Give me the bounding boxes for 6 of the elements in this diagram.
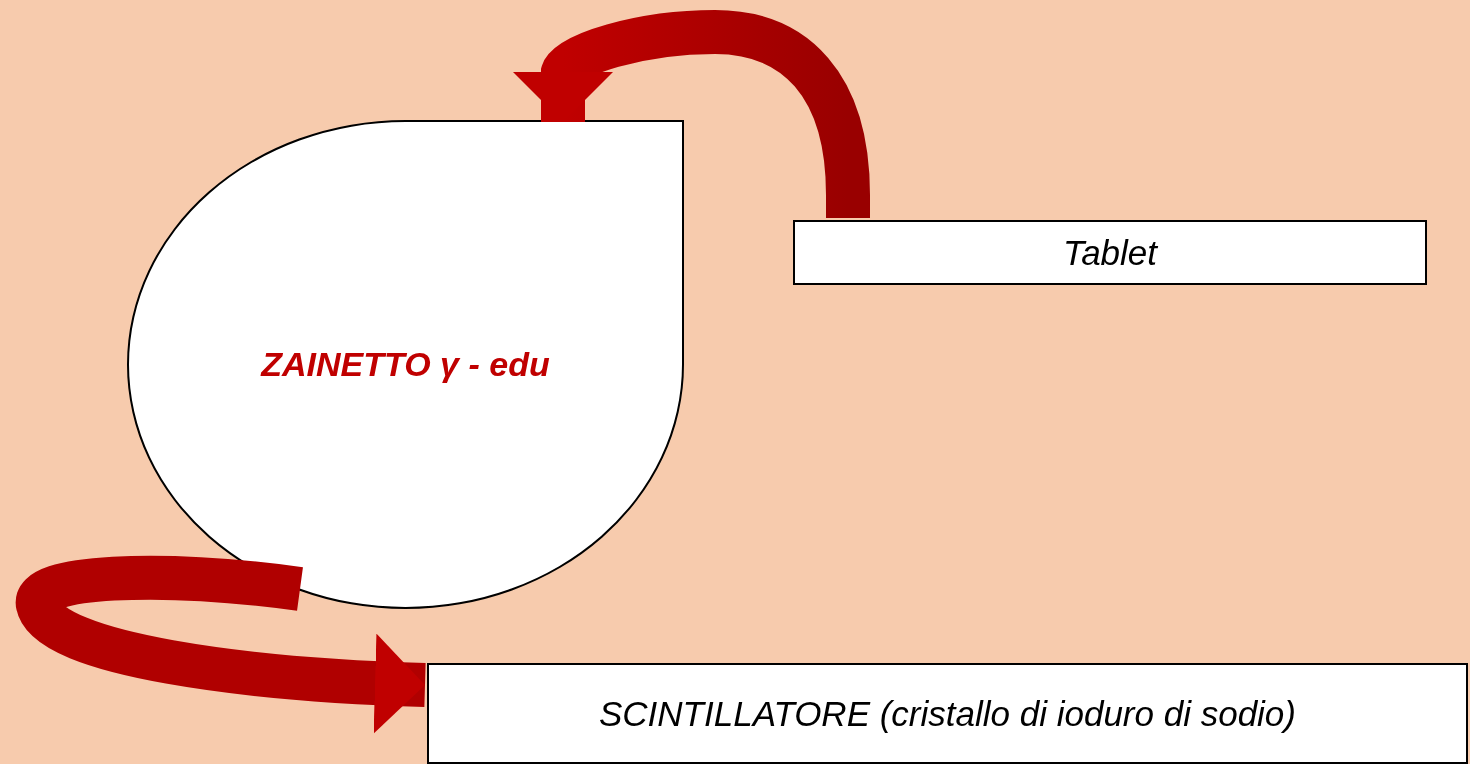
text-box [427, 663, 1468, 764]
node-label: ZAINETTO γ - edu [261, 345, 550, 384]
node-label: SCINTILLATORE (cristallo di ioduro di sodio) [599, 693, 1296, 734]
text-box [793, 220, 1427, 285]
curved-arrow [16, 555, 426, 734]
node-label: Tablet [1062, 232, 1158, 273]
